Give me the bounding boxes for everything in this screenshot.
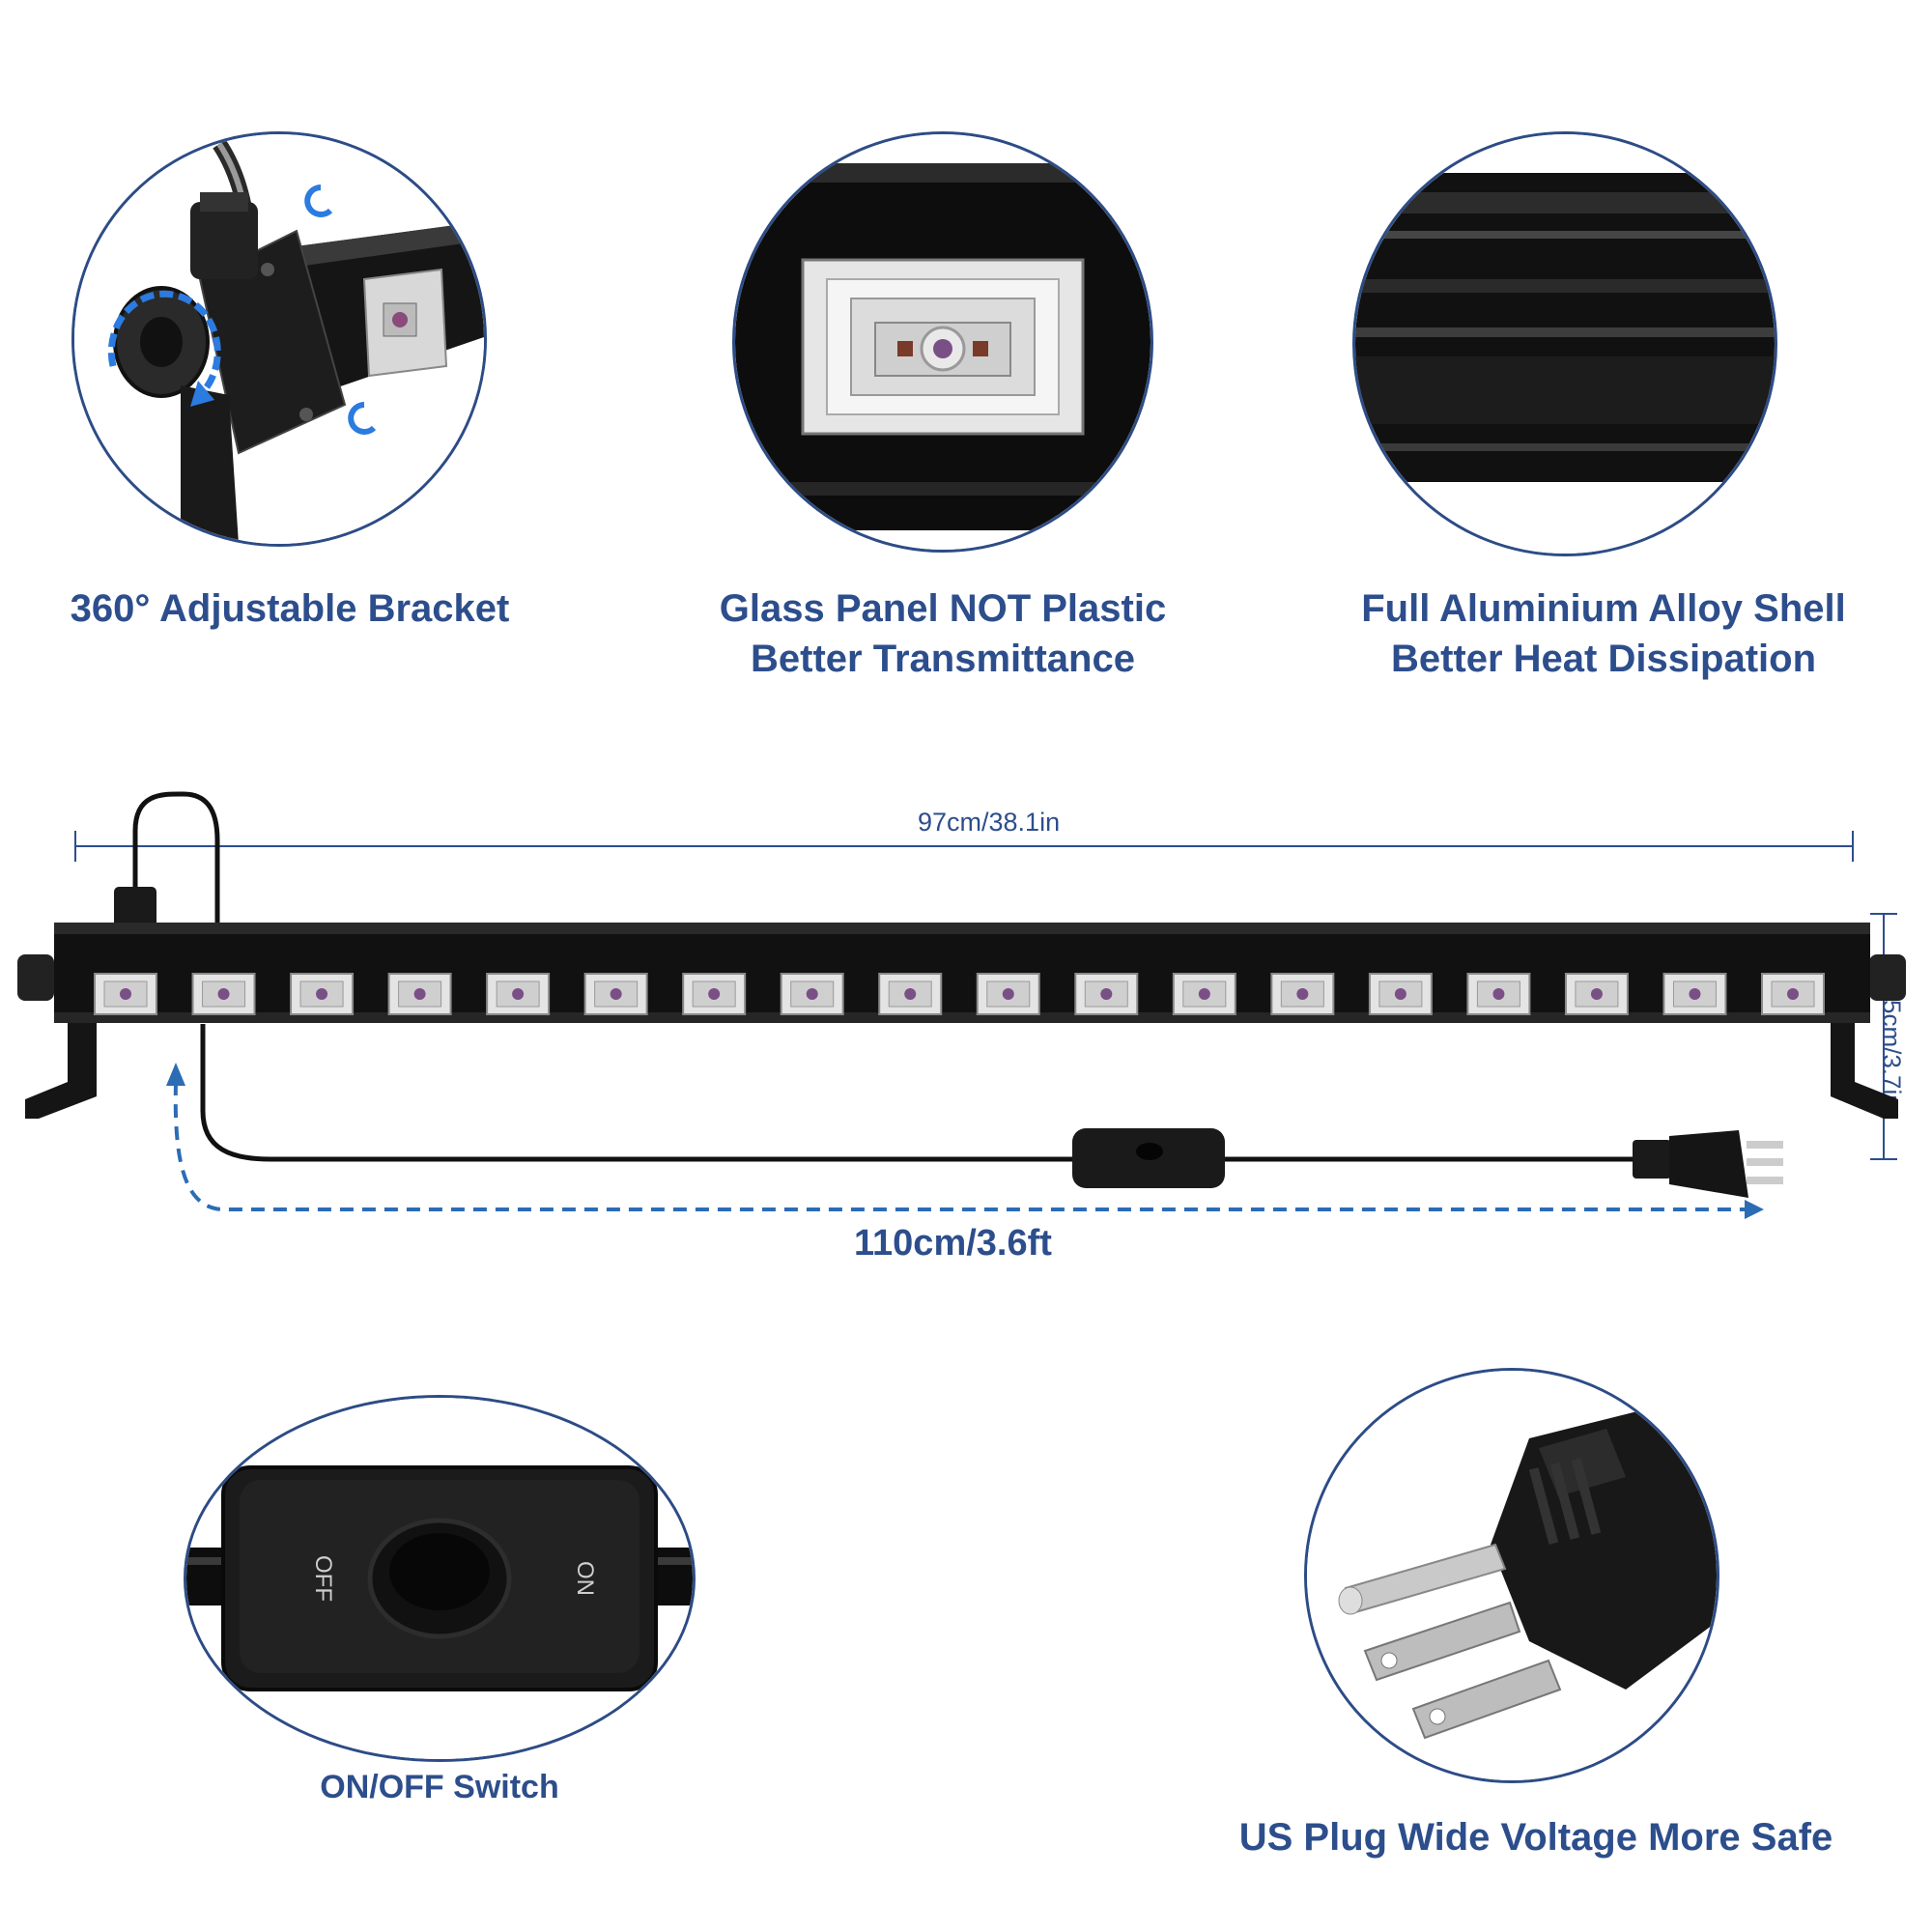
glass-panel-circle bbox=[732, 131, 1153, 553]
led-module bbox=[1466, 973, 1531, 1015]
glass-panel-illustration bbox=[735, 134, 1151, 550]
bracket-caption: 360° Adjustable Bracket bbox=[29, 583, 551, 634]
switch-detail-circle: OFF ON bbox=[184, 1395, 696, 1762]
bracket-closeup-illustration bbox=[74, 134, 484, 544]
power-cord-loop bbox=[132, 791, 220, 927]
light-bar-diagram bbox=[17, 791, 1906, 1219]
length-dimension-label: 97cm/38.1in bbox=[918, 808, 1061, 837]
led-module bbox=[780, 973, 844, 1015]
switch-caption: ON/OFF Switch bbox=[246, 1766, 633, 1808]
switch-caption-text: ON/OFF Switch bbox=[320, 1769, 559, 1805]
led-module bbox=[290, 973, 355, 1015]
switch-on-label: ON bbox=[572, 1561, 598, 1596]
led-module bbox=[1074, 973, 1139, 1015]
inline-switch bbox=[1072, 1128, 1225, 1188]
height-dimension-line bbox=[1870, 913, 1897, 1160]
plug-detail-circle bbox=[1304, 1368, 1719, 1783]
shell-caption-line2: Better Heat Dissipation bbox=[1390, 638, 1817, 680]
led-module bbox=[1172, 973, 1236, 1015]
switch-off-label: OFF bbox=[310, 1555, 336, 1602]
switch-closeup-illustration: OFF ON bbox=[186, 1398, 693, 1759]
us-plug bbox=[1633, 1130, 1783, 1198]
led-module bbox=[486, 973, 551, 1015]
shell-caption: Full Aluminium Alloy Shell Better Heat D… bbox=[1304, 583, 1903, 684]
bracket-caption-text: 360° Adjustable Bracket bbox=[70, 587, 510, 630]
bracket-detail-circle bbox=[71, 131, 487, 547]
right-bracket bbox=[1831, 954, 1906, 1119]
glass-caption-line1: Glass Panel NOT Plastic bbox=[719, 587, 1167, 630]
aluminium-shell-circle bbox=[1352, 131, 1777, 556]
led-module bbox=[1761, 973, 1825, 1015]
led-module bbox=[94, 973, 157, 1015]
shell-caption-line1: Full Aluminium Alloy Shell bbox=[1361, 587, 1846, 630]
led-module bbox=[1270, 973, 1335, 1015]
glass-caption: Glass Panel NOT Plastic Better Transmitt… bbox=[663, 583, 1223, 684]
led-module bbox=[682, 973, 747, 1015]
cable-length-arrow bbox=[166, 1063, 1764, 1219]
led-module bbox=[1662, 973, 1727, 1015]
glass-caption-line2: Better Transmittance bbox=[751, 638, 1135, 680]
plug-caption: US Plug Wide Voltage More Safe bbox=[1198, 1812, 1874, 1862]
led-module bbox=[878, 973, 943, 1015]
left-bracket bbox=[17, 954, 97, 1119]
plug-closeup-illustration bbox=[1307, 1371, 1717, 1780]
led-module bbox=[1564, 973, 1629, 1015]
plug-caption-text: US Plug Wide Voltage More Safe bbox=[1238, 1816, 1833, 1859]
led-module bbox=[191, 973, 256, 1015]
cable-length-label: 110cm/3.6ft bbox=[854, 1223, 1052, 1264]
led-module-row bbox=[94, 973, 1825, 1015]
led-module bbox=[1368, 973, 1433, 1015]
led-module bbox=[387, 973, 452, 1015]
led-module bbox=[976, 973, 1040, 1015]
led-module bbox=[583, 973, 648, 1015]
switch-cable bbox=[200, 1024, 1074, 1162]
shell-profile-illustration bbox=[1355, 134, 1775, 554]
length-dimension-line bbox=[74, 831, 1854, 862]
